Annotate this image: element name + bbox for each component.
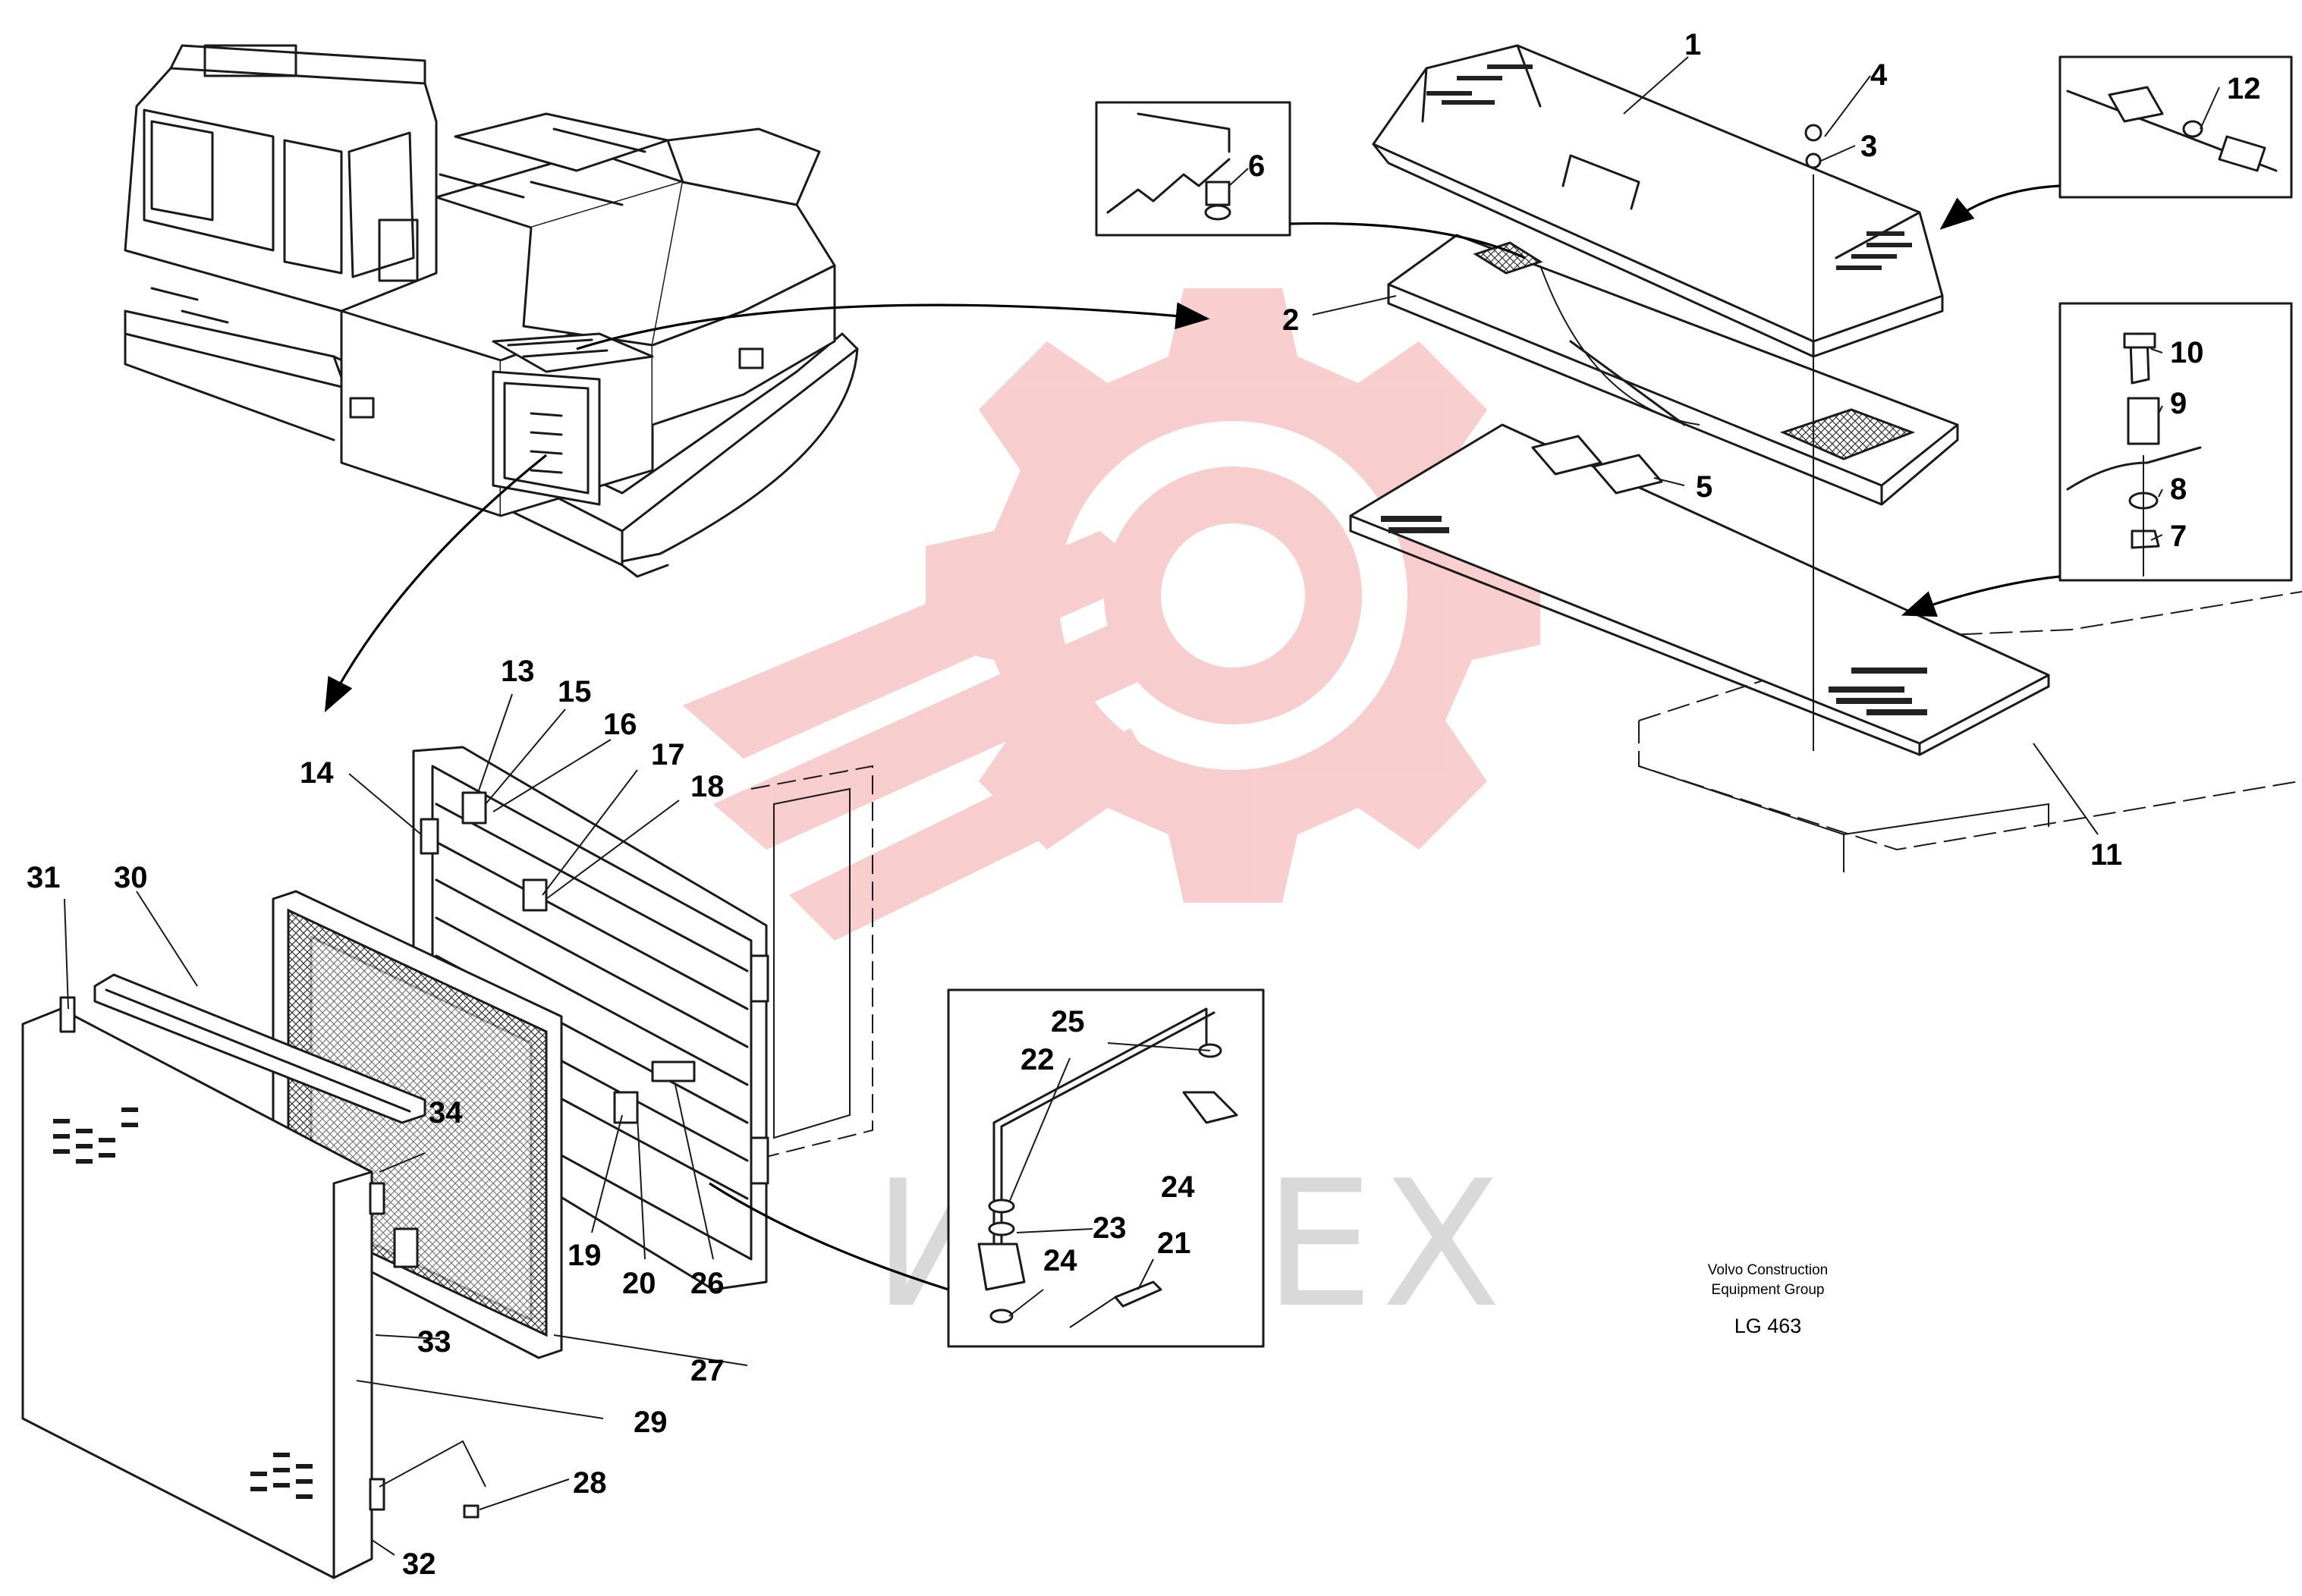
callout-14: 14 bbox=[300, 756, 334, 790]
callout-7: 7 bbox=[2170, 520, 2187, 553]
arrow-icon bbox=[324, 454, 547, 712]
callout-13: 13 bbox=[501, 655, 535, 688]
callout-29: 29 bbox=[634, 1406, 668, 1439]
callout-32: 32 bbox=[402, 1547, 436, 1581]
detail-box-21-25 bbox=[709, 988, 1265, 1348]
top-cover-assembly bbox=[1349, 44, 2302, 872]
callout-26: 26 bbox=[690, 1267, 725, 1300]
callout-19: 19 bbox=[568, 1239, 602, 1272]
callout-28: 28 bbox=[573, 1466, 607, 1500]
callout-8: 8 bbox=[2170, 473, 2187, 506]
callout-31: 31 bbox=[27, 861, 61, 894]
callout-10: 10 bbox=[2170, 336, 2204, 369]
callout-24b: 24 bbox=[1043, 1244, 1077, 1277]
callout-34: 34 bbox=[429, 1096, 463, 1129]
door-assembly bbox=[21, 746, 873, 1579]
callout-1: 1 bbox=[1684, 28, 1701, 61]
callout-5: 5 bbox=[1696, 470, 1712, 504]
callout-18: 18 bbox=[690, 770, 725, 803]
credit-line-1: Volvo Construction bbox=[1708, 1262, 1828, 1278]
callout-25: 25 bbox=[1051, 1005, 1085, 1038]
callout-17: 17 bbox=[651, 738, 685, 771]
detail-box-6 bbox=[1095, 101, 1526, 259]
callout-4: 4 bbox=[1870, 58, 1888, 92]
callout-24a: 24 bbox=[1161, 1170, 1195, 1204]
leader-lines bbox=[64, 56, 2220, 1556]
callout-21: 21 bbox=[1157, 1227, 1191, 1260]
drawing-code: LG 463 bbox=[1734, 1315, 1802, 1337]
callout-27: 27 bbox=[690, 1354, 725, 1387]
excavator-upper-structure bbox=[124, 44, 859, 578]
callout-3: 3 bbox=[1860, 130, 1877, 163]
callout-23: 23 bbox=[1093, 1211, 1127, 1245]
callout-11: 11 bbox=[2090, 838, 2122, 872]
callout-20: 20 bbox=[622, 1267, 656, 1300]
callout-33: 33 bbox=[417, 1325, 451, 1359]
callout-15: 15 bbox=[558, 675, 592, 708]
callout-labels: 1 2 3 4 5 6 7 8 9 10 11 12 13 14 15 16 1… bbox=[27, 28, 2261, 1581]
arrow-icon bbox=[576, 302, 1210, 350]
callout-12: 12 bbox=[2227, 72, 2261, 105]
callout-6: 6 bbox=[1248, 149, 1265, 183]
callout-9: 9 bbox=[2170, 387, 2187, 420]
detail-box-7-10 bbox=[1901, 302, 2293, 617]
credit-line-2: Equipment Group bbox=[1712, 1282, 1825, 1298]
callout-22: 22 bbox=[1020, 1043, 1055, 1076]
gear-wrench-watermark-icon bbox=[683, 288, 1540, 941]
detail-box-12 bbox=[1939, 55, 2293, 230]
callout-30: 30 bbox=[114, 861, 148, 894]
callout-2: 2 bbox=[1282, 303, 1299, 337]
credit-block: Volvo Construction Equipment Group LG 46… bbox=[1708, 1262, 1828, 1337]
callout-16: 16 bbox=[603, 708, 637, 741]
